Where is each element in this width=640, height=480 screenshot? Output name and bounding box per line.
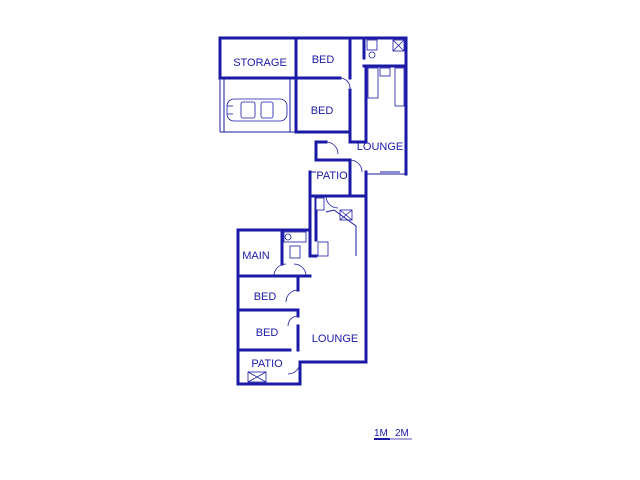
room-label-main: MAIN [242,250,270,262]
room-label-lounge-top: LOUNGE [357,141,403,153]
car-icon [226,98,288,122]
garage-block [218,36,298,134]
mid-patio-block [308,140,368,198]
scale-label-1m: 1M [374,428,388,439]
lower-beds-block [236,274,300,352]
lower-patio-block [247,361,301,383]
scale-bar: 1M 2M [374,428,412,440]
upper-bed-block [294,36,352,134]
room-label-bed-bottom-1: BED [254,291,277,303]
room-label-bed-top-1: BED [312,54,335,66]
room-label-patio-mid: PATIO [316,170,348,182]
room-label-bed-top-2: BED [311,105,334,117]
room-label-lounge-bottom: LOUNGE [312,333,358,345]
lower-wing-walls [236,194,368,386]
upper-lounge-block [348,36,408,176]
room-label-bed-bottom-2: BED [256,327,279,339]
scale-label-2m: 2M [395,428,409,439]
kitchen-fixtures [315,195,357,257]
room-label-patio-bottom: PATIO [251,358,283,370]
room-label-storage: STORAGE [233,57,287,69]
